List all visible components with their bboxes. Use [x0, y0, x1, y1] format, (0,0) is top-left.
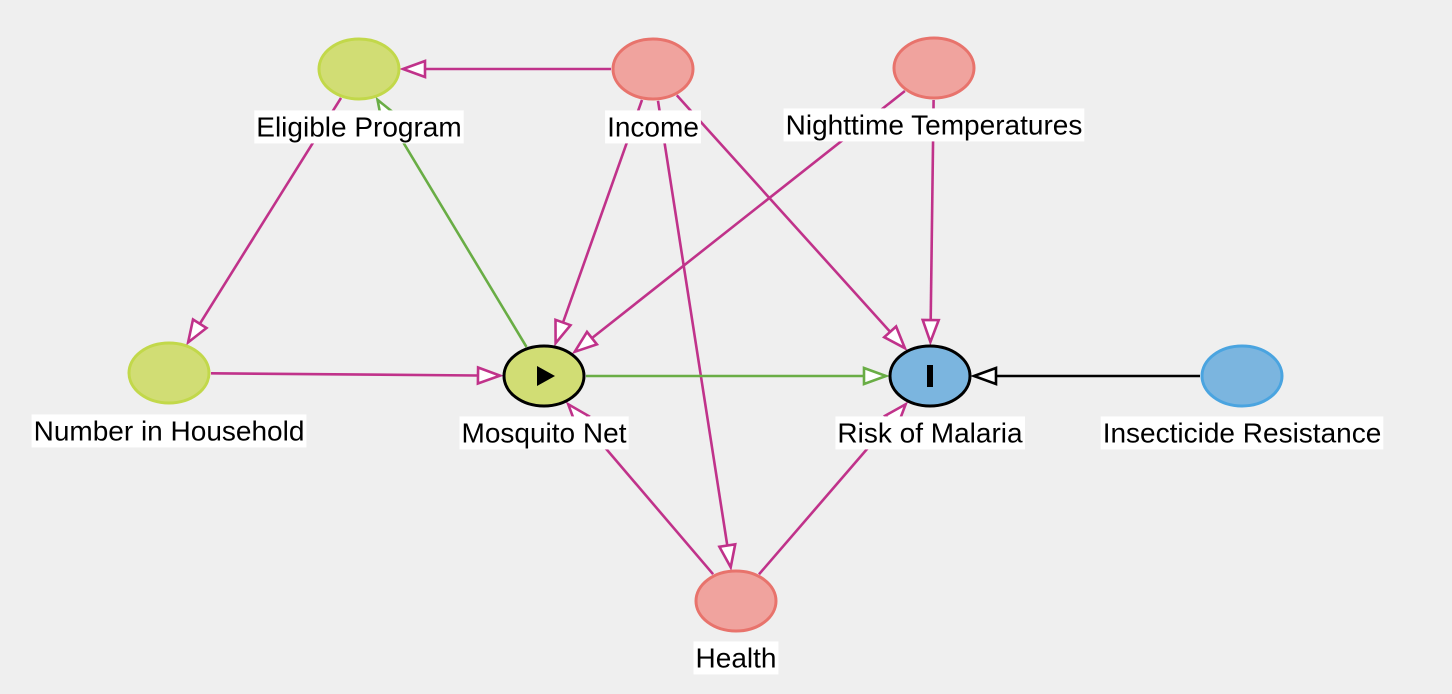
node-income[interactable]	[611, 37, 695, 101]
node-risk[interactable]	[888, 344, 972, 408]
label-background	[783, 108, 1085, 142]
label-background	[693, 641, 779, 675]
node-health[interactable]	[694, 569, 778, 633]
node-label-health: Health	[693, 641, 779, 675]
node-ellipse[interactable]	[1200, 344, 1284, 408]
arrowhead-icon	[554, 317, 573, 347]
node-label: Number in Household	[34, 415, 305, 446]
label-background	[605, 110, 701, 144]
edges-layer	[186, 59, 1200, 576]
node-label: Income	[607, 111, 699, 142]
edge-household-to-mosquito	[210, 365, 504, 386]
node-label: Risk of Malaria	[837, 417, 1023, 448]
node-label-risk: Risk of Malaria	[835, 416, 1025, 450]
node-label: Health	[696, 642, 777, 673]
edge-mosquito-to-risk	[586, 366, 890, 386]
node-nighttime[interactable]	[892, 36, 976, 100]
node-insecticide[interactable]	[1200, 344, 1284, 408]
node-ellipse[interactable]	[611, 37, 695, 101]
node-label-income: Income	[605, 110, 701, 144]
node-ellipse[interactable]	[892, 36, 976, 100]
node-label-mosquito: Mosquito Net	[459, 416, 629, 450]
label-background	[31, 414, 307, 448]
node-ellipse[interactable]	[127, 341, 211, 405]
arrowhead-icon	[399, 59, 427, 79]
node-household[interactable]	[127, 341, 211, 405]
node-label-nighttime: Nighttime Temperatures	[783, 108, 1085, 142]
labels-layer: Eligible Program Income Nighttime Temperat…	[31, 108, 1384, 675]
node-ellipse[interactable]	[694, 569, 778, 633]
label-background	[459, 416, 629, 450]
node-label: Nighttime Temperatures	[786, 109, 1083, 140]
edge-line	[210, 372, 479, 377]
node-eligible[interactable]	[317, 37, 401, 101]
node-label: Mosquito Net	[462, 417, 627, 448]
node-ellipse[interactable]	[317, 37, 401, 101]
node-label-eligible: Eligible Program	[254, 110, 464, 144]
node-mosquito[interactable]	[502, 344, 586, 408]
edge-income-to-risk	[675, 94, 908, 352]
arrowhead-icon	[970, 366, 998, 386]
edge-income-to-eligible	[399, 59, 611, 79]
bar-icon	[927, 365, 933, 387]
arrowhead-icon	[186, 317, 209, 346]
edge-income-to-health	[656, 100, 737, 572]
edge-insecticide-to-risk	[970, 366, 1200, 386]
label-background	[835, 416, 1025, 450]
node-label: Insecticide Resistance	[1103, 417, 1382, 448]
label-background	[254, 110, 464, 144]
node-label-household: Number in Household	[31, 414, 307, 448]
label-background	[1100, 416, 1384, 450]
arrowhead-icon	[476, 365, 504, 386]
arrowhead-icon	[717, 542, 737, 572]
edge-line	[387, 117, 528, 348]
node-label: Eligible Program	[256, 111, 461, 142]
arrowhead-icon	[920, 318, 941, 346]
edge-line	[656, 100, 729, 546]
arrowhead-icon	[881, 324, 908, 352]
arrowhead-icon	[862, 366, 890, 386]
node-label-insecticide: Insecticide Resistance	[1100, 416, 1384, 450]
edge-line	[675, 94, 892, 333]
play-icon	[537, 366, 555, 386]
arrowhead-icon	[571, 329, 600, 355]
nodes-layer	[127, 36, 1284, 633]
